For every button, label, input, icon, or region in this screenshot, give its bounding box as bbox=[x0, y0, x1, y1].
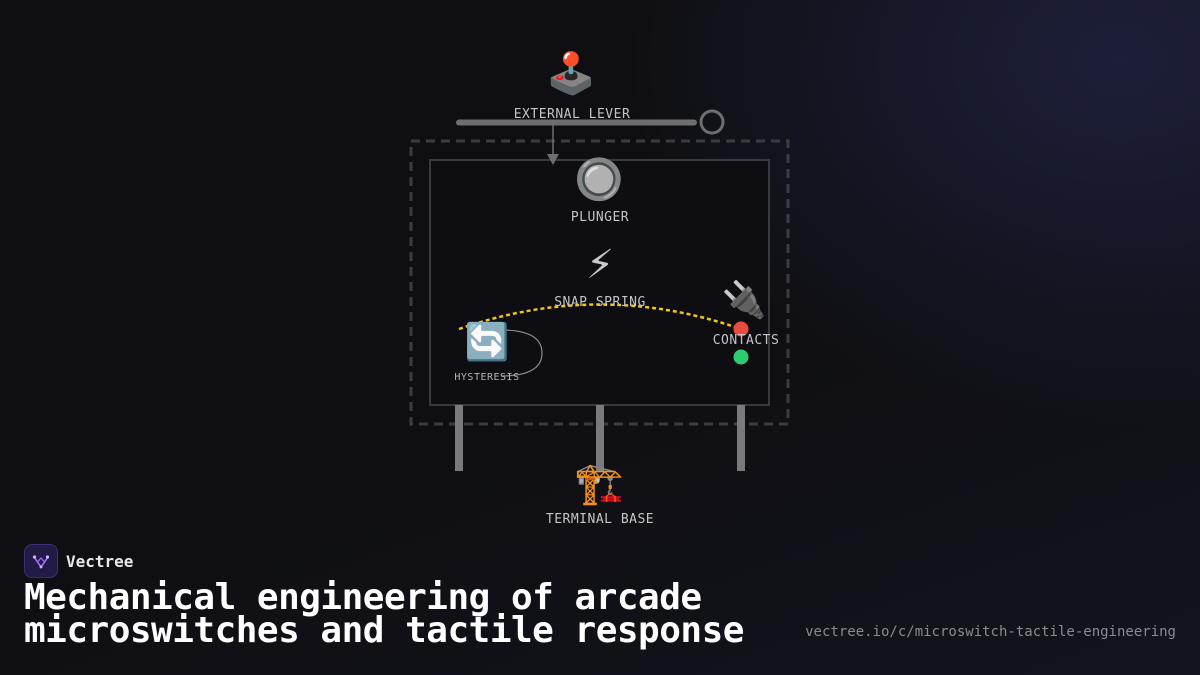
contacts-label: CONTACTS bbox=[712, 333, 780, 348]
external-lever-label: EXTERNAL LEVER bbox=[513, 107, 631, 122]
lever-bar bbox=[456, 119, 697, 126]
page-title: Mechanical engineering of arcade microsw… bbox=[24, 577, 744, 651]
switch-body bbox=[429, 159, 770, 406]
terminal-base-label: TERMINAL BASE bbox=[545, 512, 655, 527]
plunger-label: PLUNGER bbox=[570, 210, 630, 225]
spring-arc bbox=[458, 303, 742, 331]
hysteresis-loop bbox=[500, 329, 543, 377]
radio-button-icon: 🔘 bbox=[574, 157, 624, 203]
joystick-icon: 🕹️ bbox=[546, 51, 596, 97]
lever-arrow-head bbox=[547, 154, 559, 165]
plug-icon: 🔌 bbox=[721, 280, 767, 321]
lever-pivot bbox=[699, 109, 725, 135]
page-url[interactable]: vectree.io/c/microswitch-tactile-enginee… bbox=[805, 624, 1176, 640]
hysteresis-label: HYSTERESIS bbox=[454, 372, 520, 383]
contact-open-dot bbox=[733, 321, 749, 337]
cycle-arrows-icon: 🔄 bbox=[464, 322, 510, 363]
terminal-leg-right bbox=[737, 405, 745, 471]
snap-spring-label: SNAP SPRING bbox=[554, 295, 646, 310]
terminal-leg-center bbox=[596, 405, 604, 471]
brand-name: Vectree bbox=[66, 551, 134, 571]
lightning-icon: ⚡ bbox=[585, 242, 615, 288]
contact-closed-dot bbox=[733, 349, 749, 365]
brand: Vectree bbox=[24, 544, 133, 578]
crane-icon: 🏗️ bbox=[574, 461, 624, 507]
terminal-leg-left bbox=[455, 405, 463, 471]
vectree-logo-icon bbox=[24, 544, 58, 578]
